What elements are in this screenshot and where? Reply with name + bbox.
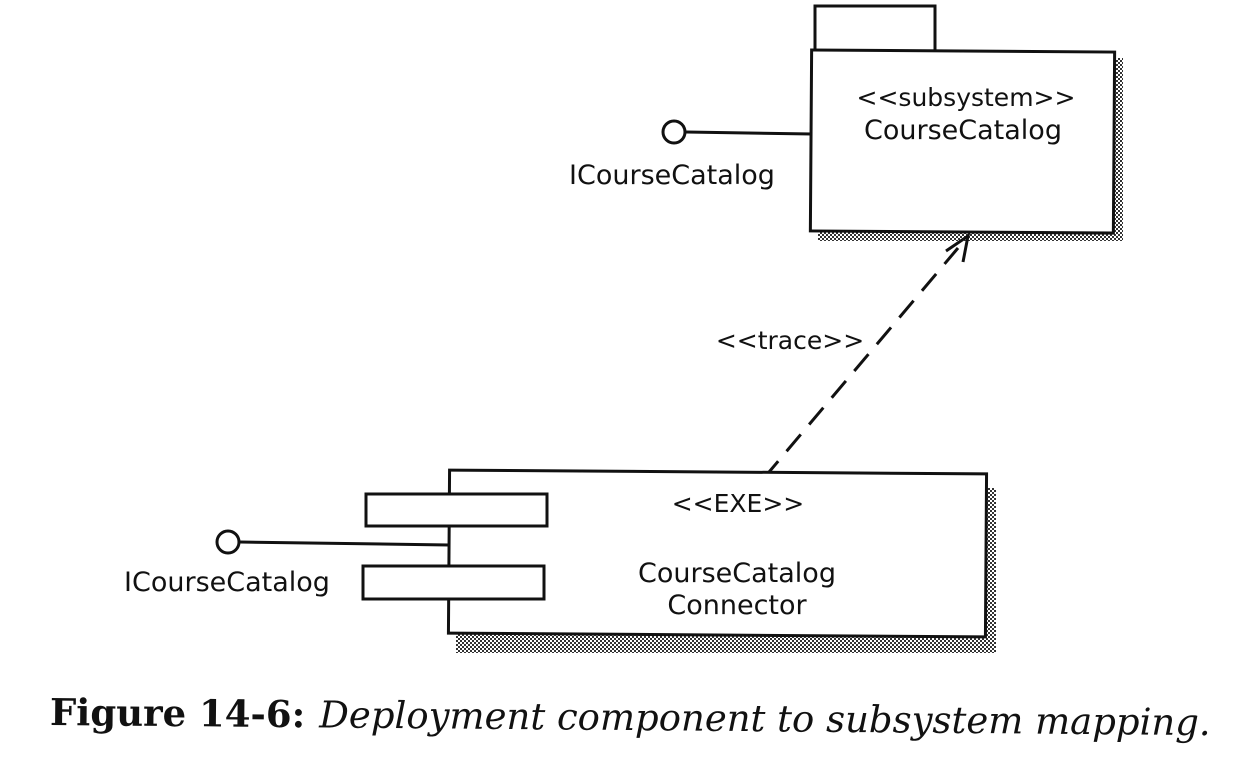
subsystem-package-tab (813, 4, 937, 54)
trace-dependency: <<trace>> (716, 232, 971, 479)
figure-caption-text: Deployment component to subsystem mappin… (319, 693, 1211, 745)
component-interface-circle (215, 529, 241, 555)
component-stereotype: <<EXE>> (672, 489, 805, 518)
subsystem-name: CourseCatalog (864, 115, 1062, 146)
subsystem-interface: ICourseCatalog (569, 119, 813, 191)
component-interface-label: ICourseCatalog (124, 567, 330, 598)
subsystem-interface-circle (661, 119, 687, 145)
component-port-bottom (361, 564, 546, 601)
subsystem-stereotype: <<subsystem>> (857, 83, 1076, 112)
trace-label: <<trace>> (716, 326, 864, 355)
component-name-line2: Connector (667, 590, 807, 621)
trace-dependency-line (762, 247, 960, 479)
trace-arrowhead (945, 232, 971, 263)
component-interface-line (239, 540, 450, 547)
subsystem-package-body (808, 48, 1117, 235)
exe-component: <<EXE>> CourseCatalog Connector (361, 468, 996, 653)
subsystem-interface-line (685, 130, 813, 136)
subsystem-interface-label: ICourseCatalog (569, 160, 775, 191)
component-name-line1: CourseCatalog (638, 558, 836, 589)
component-port-top (364, 492, 549, 528)
figure-number: Figure 14-6: (49, 690, 306, 737)
subsystem-package: <<subsystem>> CourseCatalog (808, 4, 1123, 241)
component-interface: ICourseCatalog (124, 529, 450, 598)
component-body (446, 468, 989, 639)
